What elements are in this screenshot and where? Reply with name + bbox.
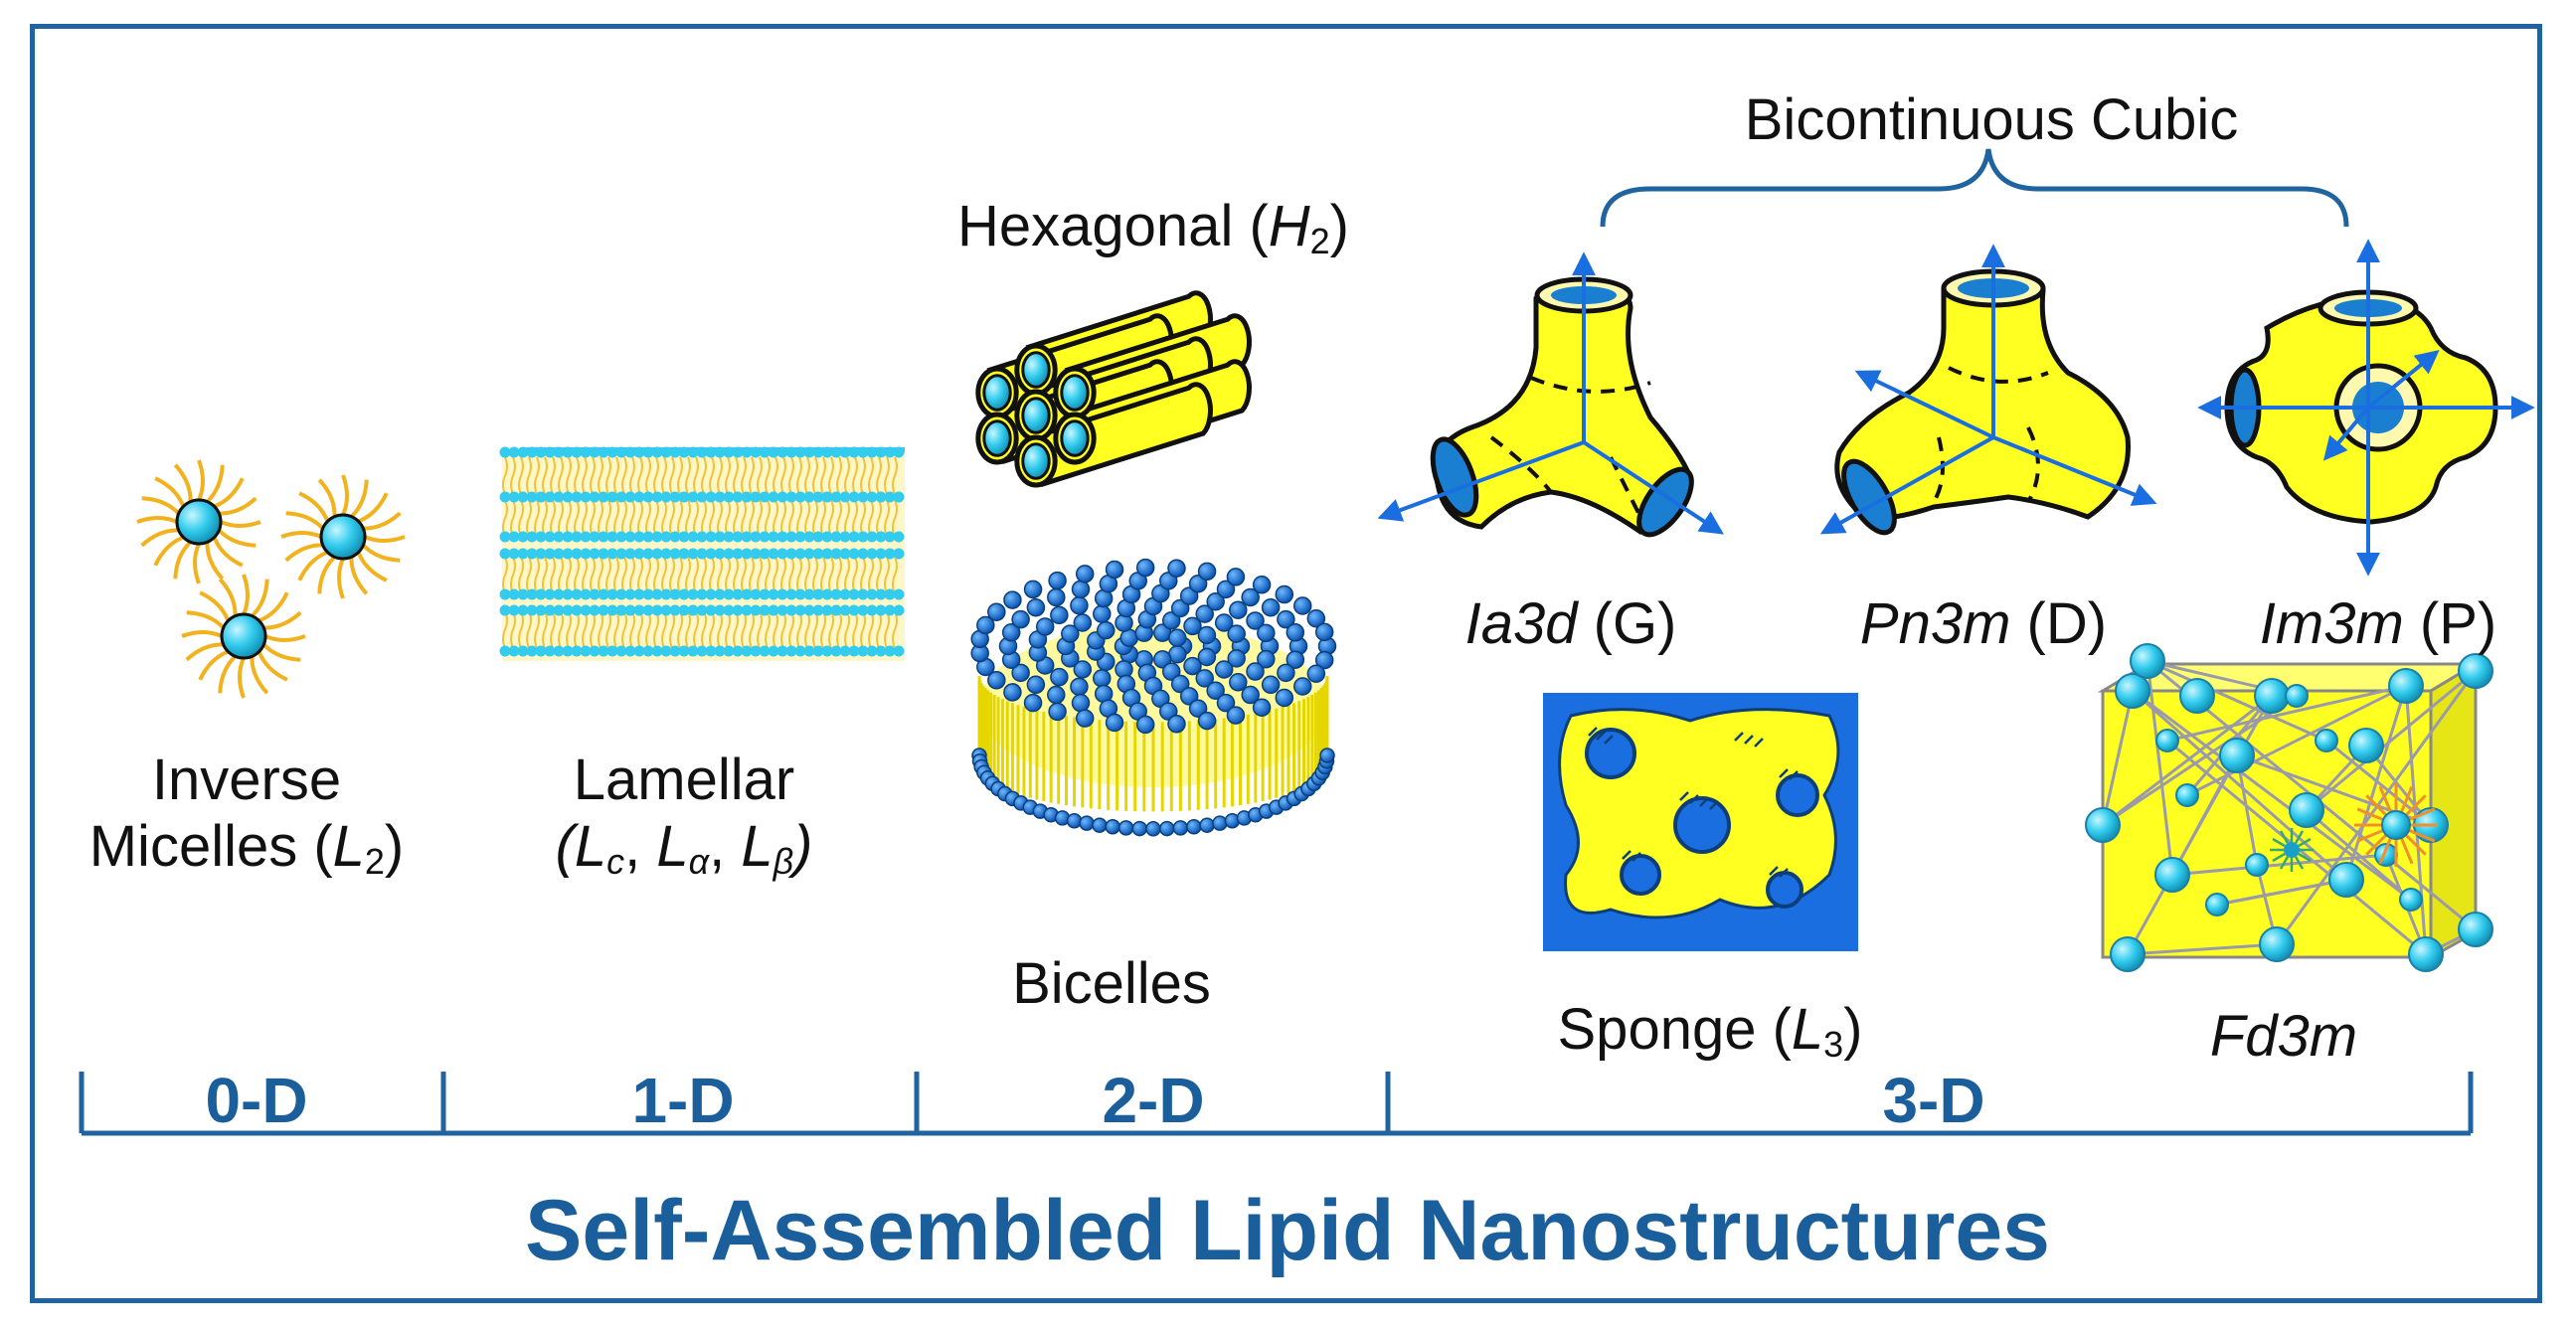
gyroid-label: Ia3d (G) — [1464, 591, 1677, 656]
hexagonal-illustration — [975, 290, 1252, 488]
bicontinuous-cubic-label: Bicontinuous Cubic — [1744, 87, 2239, 152]
hexagonal-label: Hexagonal (H2) — [957, 194, 1349, 261]
dimension-axis — [79, 1072, 2474, 1136]
dimension-3d: 3-D — [1882, 1065, 1985, 1136]
gyroid-illustration — [1377, 251, 1725, 538]
sponge-illustration — [1543, 693, 1858, 951]
diamond-label: Pn3m (D) — [1859, 591, 2108, 656]
fd3m-label: Fd3m — [2209, 1004, 2358, 1069]
inverse-micelles-illustration — [136, 459, 406, 699]
dimension-1d: 1-D — [631, 1065, 735, 1136]
diamond-illustration — [1819, 244, 2157, 536]
inverse-micelles-label: Inverse Micelles (L2) — [88, 748, 405, 882]
figure-title: Self-Assembled Lipid Nanostructures — [525, 1183, 2050, 1278]
lamellar-illustration — [499, 446, 905, 661]
fd3m-illustration — [2085, 643, 2493, 972]
primitive-label: Im3m (P) — [2259, 591, 2497, 656]
bicontinuous-bracket — [1600, 148, 2349, 228]
bicelle-illustration — [970, 558, 1337, 837]
lamellar-label: Lamellar (Lc, Lα, Lβ) — [555, 748, 813, 882]
dimension-0d: 0-D — [205, 1065, 308, 1136]
dimension-2d: 2-D — [1102, 1065, 1205, 1136]
primitive-illustration — [2197, 239, 2535, 577]
sponge-label: Sponge (L3) — [1557, 997, 1863, 1065]
bicelles-label: Bicelles — [1012, 951, 1211, 1016]
